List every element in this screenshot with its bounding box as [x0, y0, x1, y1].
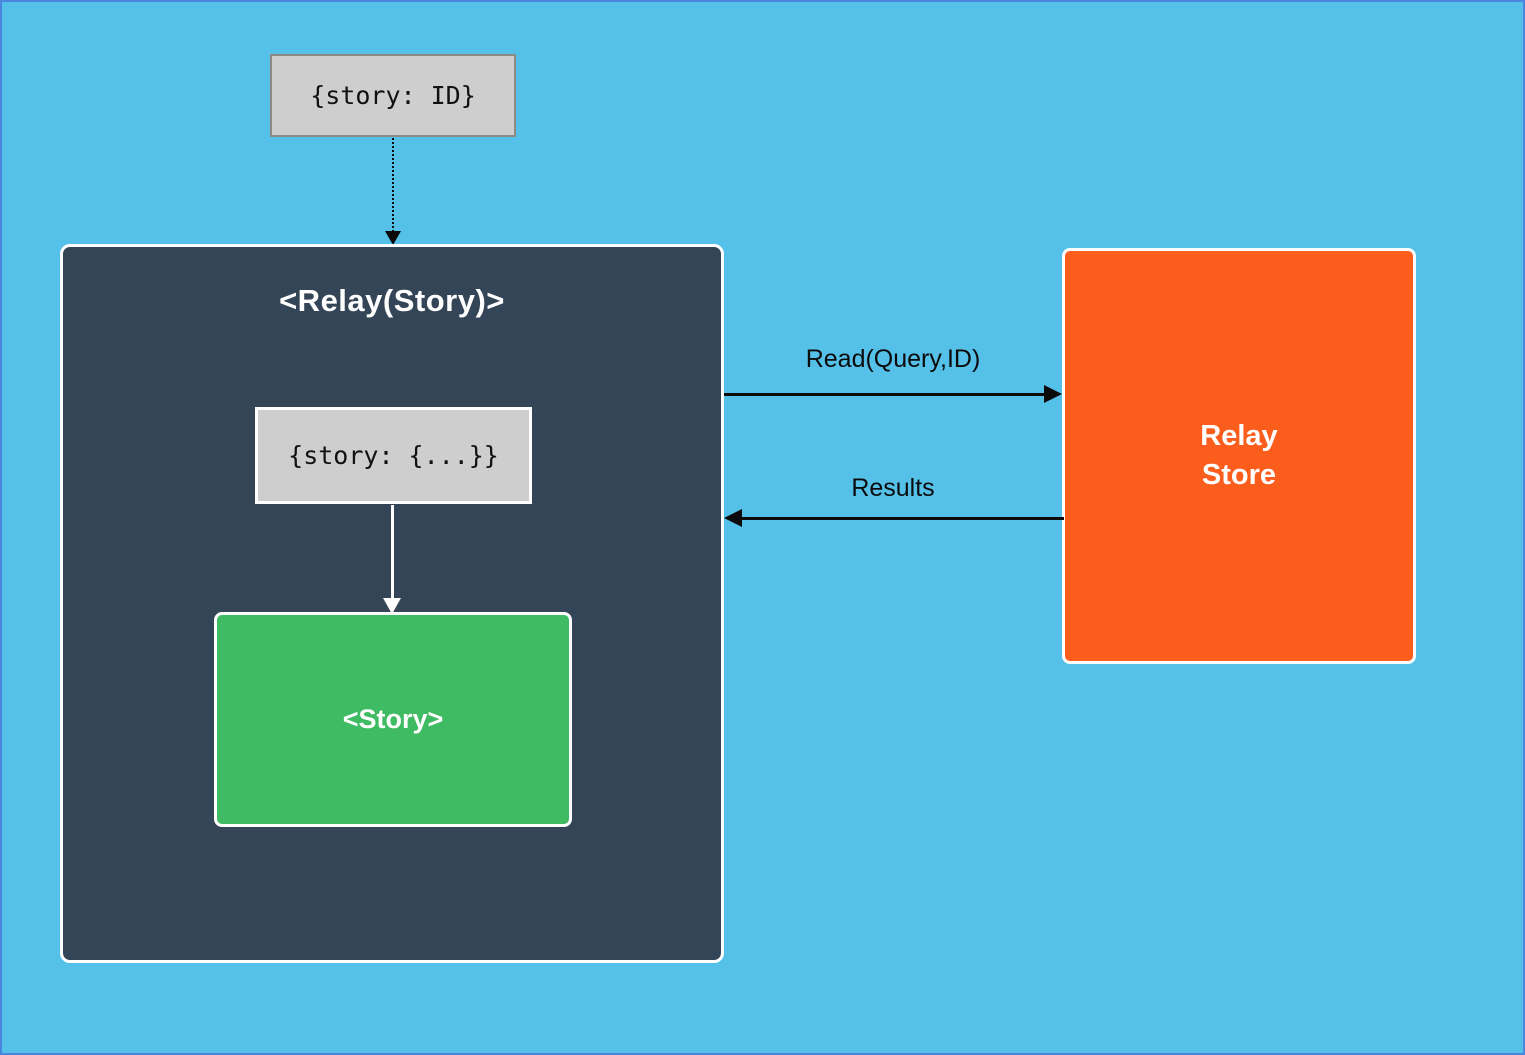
relay-store-node: Relay Store	[1062, 248, 1416, 664]
results-edge-line	[742, 517, 1064, 520]
story-component-node: <Story>	[214, 612, 572, 827]
results-edge-arrowhead-icon	[724, 509, 742, 527]
props-input-label: {story: ID}	[310, 81, 476, 110]
props-to-relay-arrow-shaft	[392, 138, 394, 232]
results-edge-label: Results	[851, 474, 935, 502]
read-edge-arrowhead-icon	[1044, 385, 1062, 403]
relay-component-title: <Relay(Story)>	[279, 283, 505, 318]
read-edge-line	[724, 393, 1046, 396]
relay-store-label-line1: Relay	[1200, 419, 1278, 452]
relay-component-node: <Relay(Story)> {story: {...}} <Story>	[60, 244, 724, 963]
props-input-node: {story: ID}	[270, 54, 516, 137]
props-to-relay-arrowhead-icon	[385, 231, 401, 245]
relay-store-label-line2: Store	[1201, 459, 1277, 491]
read-edge-label: Read(Query,ID)	[805, 345, 981, 373]
fragment-to-story-arrowhead-icon	[383, 598, 401, 614]
fragment-to-story-arrow-shaft	[391, 505, 394, 600]
fragment-label: {story: {...}}	[288, 441, 499, 470]
fragment-node: {story: {...}}	[255, 407, 532, 504]
story-component-label: <Story>	[342, 704, 444, 734]
